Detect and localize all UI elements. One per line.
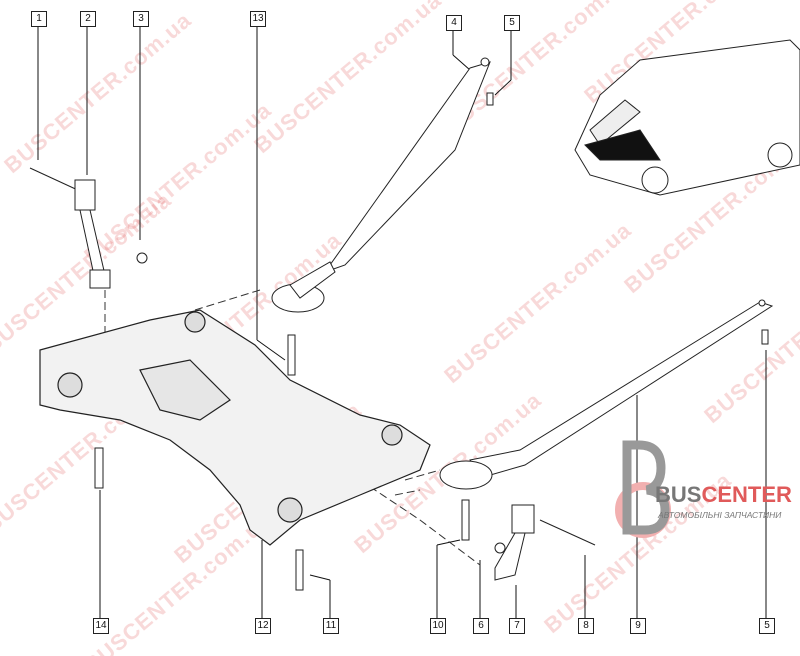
callout-3: 3 xyxy=(133,11,149,27)
callout-9: 9 xyxy=(630,618,646,634)
callout-5-bottom: 5 xyxy=(759,618,775,634)
callout-10: 10 xyxy=(430,618,446,634)
callout-6: 6 xyxy=(473,618,489,634)
callout-12: 12 xyxy=(255,618,271,634)
logo-name-center: CENTER xyxy=(701,482,792,507)
logo-mark-icon xyxy=(615,440,671,538)
callout-4: 4 xyxy=(446,15,462,31)
buscenter-logo: BUSCENTER АВТОМОБІЛЬНІ ЗАПЧАСТИНИ xyxy=(615,440,800,560)
callout-13: 13 xyxy=(250,11,266,27)
callout-5: 5 xyxy=(504,15,520,31)
callout-7: 7 xyxy=(509,618,525,634)
logo-subtitle: АВТОМОБІЛЬНІ ЗАПЧАСТИНИ xyxy=(658,510,782,520)
callout-8: 8 xyxy=(578,618,594,634)
logo-name: BUSCENTER xyxy=(655,482,792,508)
callout-2: 2 xyxy=(80,11,96,27)
callout-11: 11 xyxy=(323,618,339,634)
callout-1: 1 xyxy=(31,11,47,27)
callout-14: 14 xyxy=(93,618,109,634)
logo-name-bus: BUS xyxy=(655,482,702,507)
